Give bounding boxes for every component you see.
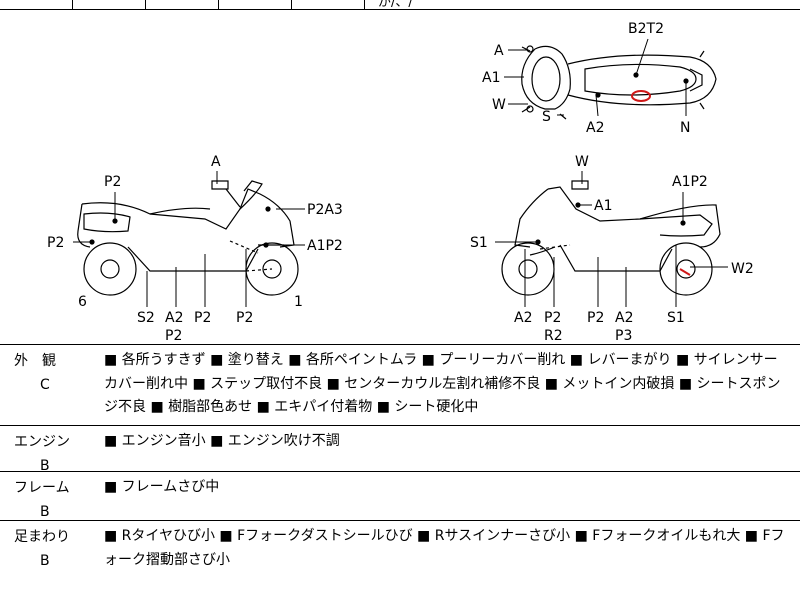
label: R2 — [544, 328, 563, 344]
label: P2 — [165, 328, 182, 344]
label: W2 — [731, 261, 754, 277]
strip-cell — [0, 0, 73, 9]
damage-marker — [631, 90, 651, 102]
label: N — [680, 120, 690, 136]
category-name: エンジン — [14, 434, 70, 450]
label: A2 — [615, 310, 633, 326]
damage-diagram: A A1 W S A2 B2T2 N P2 A P2A3 P2 A1P2 6 S… — [0, 9, 800, 345]
section-details: ■ フレームさび中 — [104, 479, 220, 495]
label: P3 — [615, 328, 632, 344]
scooter-left-view — [77, 180, 299, 296]
category-grade: B — [40, 458, 50, 474]
strip-cell — [72, 0, 146, 9]
section-details: ■ 各所うすきず ■ 塗り替え ■ 各所ペイントムラ ■ プーリーカバー削れ ■… — [104, 352, 781, 415]
strip-cell — [145, 0, 219, 9]
category-grade: B — [40, 553, 50, 569]
label: W — [492, 97, 506, 113]
section-details: ■ Rタイヤひび小 ■ Fフォークダストシールひび ■ Rサスインナーさび小 ■… — [104, 528, 785, 568]
table-top-strip: が/、/ — [0, 0, 800, 10]
section-category: 外 観 C — [14, 349, 84, 397]
label: P2 — [587, 310, 604, 326]
category-grade: B — [40, 504, 50, 520]
strip-cell — [218, 0, 292, 9]
label: P2 — [47, 235, 64, 251]
strip-cell — [364, 0, 365, 9]
label: A2 — [165, 310, 183, 326]
label: S2 — [137, 310, 155, 326]
label: P2 — [236, 310, 253, 326]
label: 1 — [294, 294, 303, 310]
damage-marker — [679, 268, 691, 276]
label: A1P2 — [672, 174, 708, 190]
section-category: エンジン B — [14, 430, 84, 478]
category-name: 足まわり — [14, 529, 70, 545]
label: A2 — [586, 120, 604, 136]
section-details: ■ エンジン音小 ■ エンジン吹け不調 — [104, 433, 340, 449]
section-exterior: 外 観 C ■ 各所うすきず ■ 塗り替え ■ 各所ペイントムラ ■ プーリーカ… — [0, 345, 800, 426]
section-category: 足まわり B — [14, 525, 84, 573]
label: A1P2 — [307, 238, 343, 254]
label: W — [575, 154, 589, 170]
label: S1 — [470, 235, 488, 251]
section-engine: エンジン B ■ エンジン音小 ■ エンジン吹け不調 — [0, 426, 800, 474]
label: A — [494, 43, 504, 59]
section-frame: フレーム B ■ フレームさび中 — [0, 472, 800, 521]
label: A1 — [482, 70, 500, 86]
label: A2 — [514, 310, 532, 326]
category-grade: C — [40, 377, 50, 393]
label: A1 — [594, 198, 612, 214]
label: S — [542, 109, 551, 125]
scooter-diagrams: A A1 W S A2 B2T2 N P2 A P2A3 P2 A1P2 6 S… — [47, 21, 754, 344]
label: A — [211, 154, 221, 170]
label: P2 — [544, 310, 561, 326]
strip-cell — [291, 0, 365, 9]
strip-fragment-text: が/、/ — [378, 0, 413, 10]
scooter-right-view — [501, 180, 721, 296]
section-category: フレーム B — [14, 476, 84, 524]
category-name: フレーム — [14, 480, 70, 496]
label: P2A3 — [307, 202, 343, 218]
label: S1 — [667, 310, 685, 326]
label: P2 — [104, 174, 121, 190]
label: P2 — [194, 310, 211, 326]
scooter-top-view — [521, 45, 717, 120]
category-name: 外 観 — [14, 353, 56, 369]
label: B2T2 — [628, 21, 664, 37]
section-suspension: 足まわり B ■ Rタイヤひび小 ■ Fフォークダストシールひび ■ Rサスイン… — [0, 521, 800, 600]
label: 6 — [78, 294, 87, 310]
